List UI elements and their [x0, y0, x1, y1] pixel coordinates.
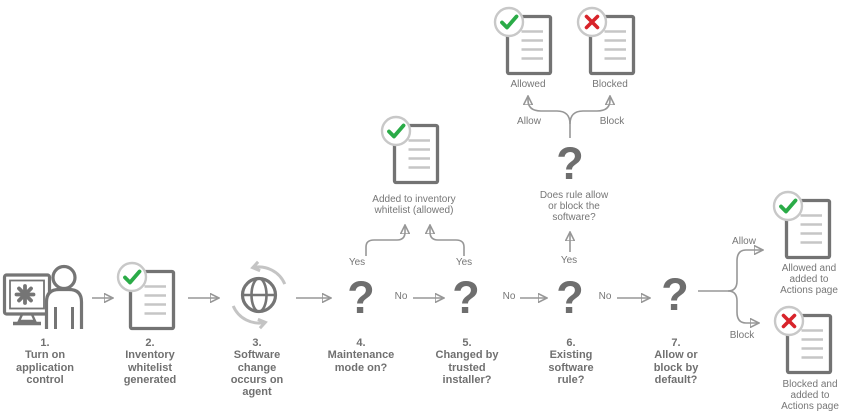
check-icon — [500, 14, 519, 30]
step-number: 6. — [566, 337, 576, 349]
workstation-user-icon — [2, 264, 84, 329]
document-check-icon-inventory-whitelist — [116, 261, 176, 331]
edge-label-no-step6: No — [598, 291, 612, 302]
connector-step5-whitelist-yes — [430, 226, 465, 256]
decision-qmark-maintenance-mode: ? — [347, 272, 375, 323]
document-check-icon-whitelist-allowed — [380, 115, 440, 185]
document-check-icon-allowed-actions — [772, 190, 832, 260]
step-number: 7. — [671, 337, 681, 349]
step-text: Existing software rule? — [548, 349, 594, 386]
edge-label-yes-step6: Yes — [560, 255, 578, 266]
x-icon — [781, 313, 797, 329]
step-number: 4. — [356, 337, 366, 349]
document-check-icon-allowed — [493, 6, 553, 76]
decision-qmark-rule-allow-block: ? — [556, 138, 584, 189]
outcome-label-allowed-actions: Allowed and added to Actions page — [780, 263, 838, 297]
step-text: Allow or block by default? — [653, 349, 699, 386]
edge-label-allow-rule: Allow — [517, 116, 541, 127]
globe-sync-icon — [231, 260, 287, 330]
step-label-6: 6. Existing software rule? — [533, 337, 609, 386]
connector-step4-whitelist-yes — [365, 226, 405, 256]
outcome-label-blocked-actions: Blocked and added to Actions page — [781, 379, 839, 413]
step-text: Changed by trusted installer? — [435, 349, 499, 386]
decision-qmark-trusted-installer: ? — [452, 272, 480, 323]
step-number: 1. — [40, 337, 50, 349]
edge-label-yes-step5: Yes — [455, 257, 473, 268]
edge-label-no-step5: No — [502, 291, 516, 302]
check-icon — [387, 123, 406, 139]
connector-step7-block — [727, 290, 758, 323]
x-icon — [584, 14, 600, 30]
step-text: Inventory whitelist generated — [123, 349, 177, 386]
step-text: Maintenance mode on? — [327, 349, 395, 374]
step-label-2: 2. Inventory whitelist generated — [112, 337, 188, 386]
step-number: 3. — [252, 337, 262, 349]
step-text: Software change occurs on agent — [230, 349, 284, 399]
step-number: 5. — [462, 337, 472, 349]
outcome-label-whitelist-allowed: Added to inventory whitelist (allowed) — [372, 194, 456, 217]
connector-step7-allow — [698, 250, 762, 292]
document-x-icon-blocked — [576, 6, 636, 76]
decision-label-rule-question: Does rule allow or block the software? — [539, 190, 609, 224]
document-x-icon-blocked-actions — [773, 305, 833, 375]
step-text: Turn on application control — [15, 349, 75, 386]
decision-qmark-allow-block-default: ? — [661, 269, 689, 320]
edge-label-block-rule: Block — [599, 116, 625, 127]
step-label-5: 5. Changed by trusted installer? — [427, 337, 507, 386]
decision-qmark-existing-rule: ? — [556, 272, 584, 323]
edge-label-allow-default: Allow — [732, 236, 756, 247]
check-icon — [779, 198, 798, 214]
asterisk-icon — [14, 284, 36, 305]
step-label-3: 3. Software change occurs on agent — [219, 337, 295, 399]
step-label-7: 7. Allow or block by default? — [644, 337, 708, 386]
edge-label-block-default: Block — [729, 330, 755, 341]
step-label-1: 1. Turn on application control — [7, 337, 83, 386]
edge-label-yes-step4: Yes — [348, 257, 366, 268]
outcome-label-allowed: Allowed — [510, 79, 546, 90]
edge-label-no-step4: No — [394, 291, 408, 302]
outcome-label-blocked: Blocked — [592, 79, 628, 90]
check-icon — [123, 269, 142, 285]
step-number: 2. — [145, 337, 155, 349]
step-label-4: 4. Maintenance mode on? — [317, 337, 405, 374]
